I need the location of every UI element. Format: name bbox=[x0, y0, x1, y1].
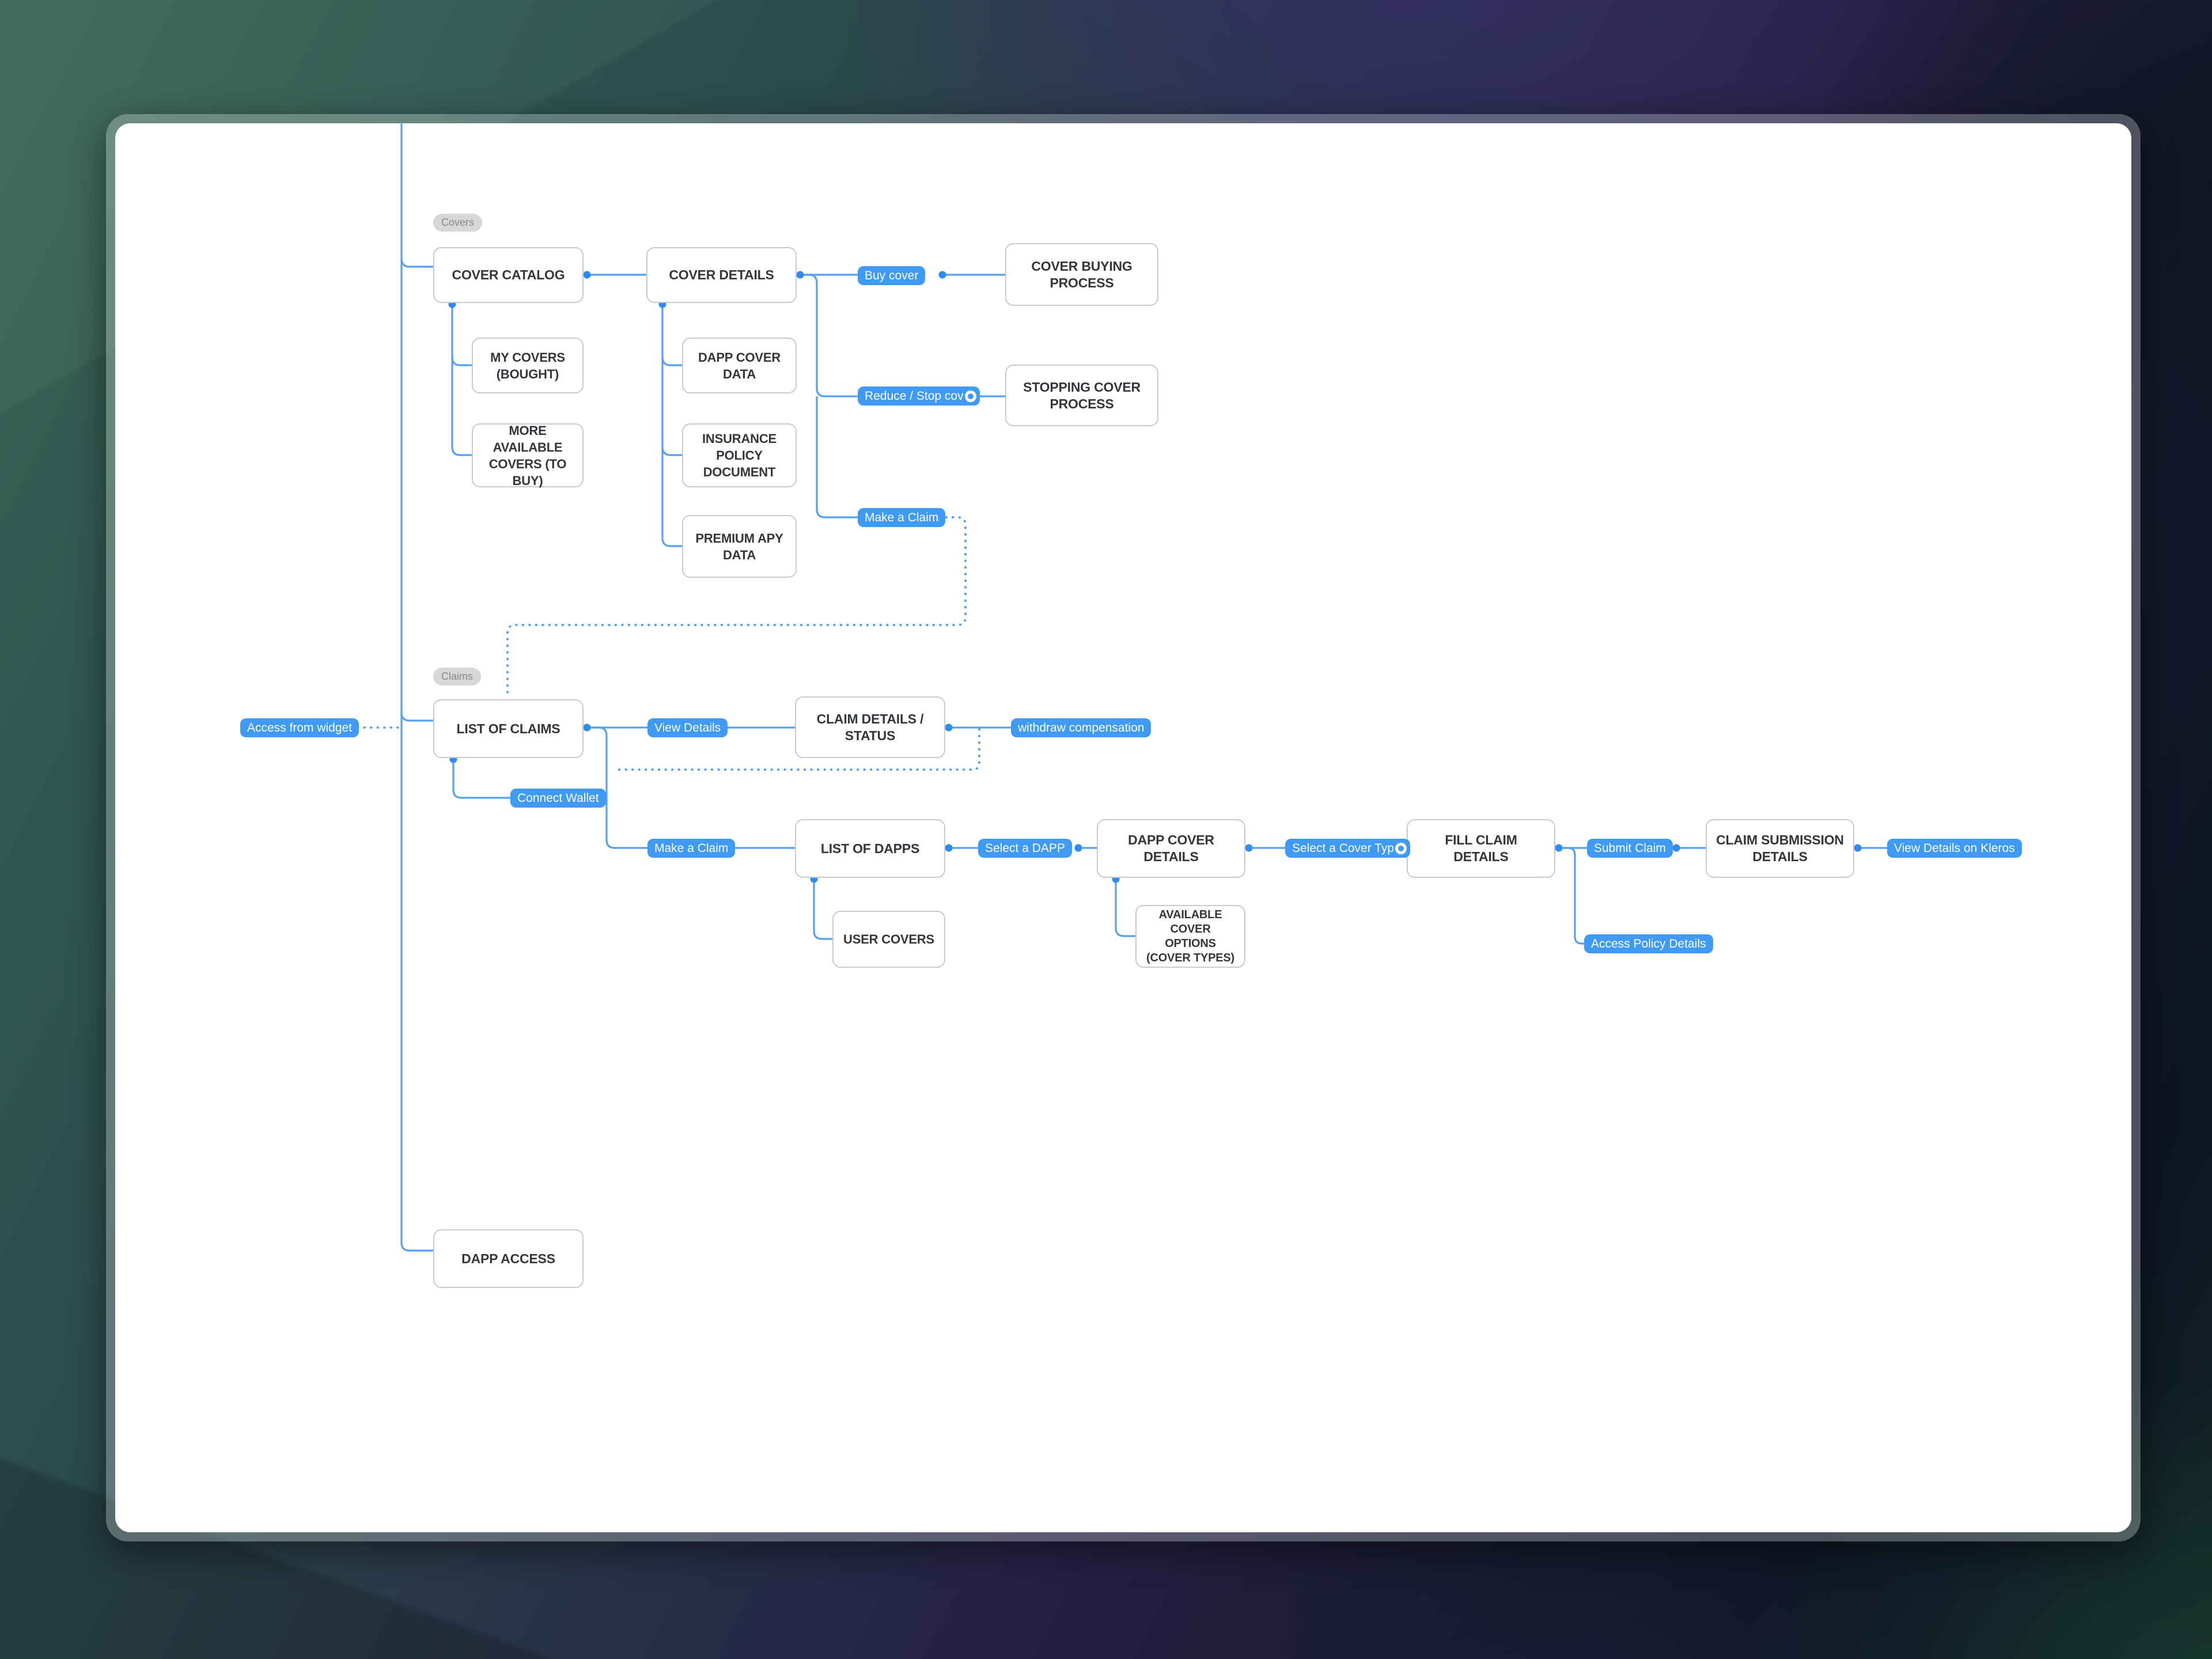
line-claims-makeclaim2 bbox=[590, 726, 647, 849]
node-available-cover-options[interactable]: AVAILABLE COVER OPTIONS (COVER TYPES) bbox=[1135, 905, 1245, 968]
view-details-button[interactable]: View Details bbox=[647, 718, 728, 737]
branch-cover-catalog bbox=[400, 258, 433, 268]
view-details-kleros-button[interactable]: View Details on Kleros bbox=[1887, 839, 2022, 858]
node-label: INSURANCE POLICY DOCUMENT bbox=[702, 431, 777, 479]
node-fill-claim-details[interactable]: FILL CLAIM DETAILS bbox=[1407, 819, 1555, 878]
node-label: MORE AVAILABLE COVERS (TO BUY) bbox=[488, 423, 567, 488]
button-label: Connect Wallet bbox=[517, 791, 599, 805]
line-details-dappdata bbox=[661, 306, 682, 366]
select-cover-type-button[interactable]: Select a Cover Typ bbox=[1285, 839, 1411, 858]
button-label: Select a Cover Typ bbox=[1292, 841, 1395, 855]
line-claims-connectwallet bbox=[452, 762, 510, 799]
button-label: Select a DAPP bbox=[985, 841, 1065, 855]
node-dapp-access[interactable]: DAPP ACCESS bbox=[433, 1229, 584, 1288]
make-a-claim-button[interactable]: Make a Claim bbox=[858, 508, 946, 527]
node-list-of-claims[interactable]: LIST OF CLAIMS bbox=[433, 699, 584, 758]
line-catalog-mycovers bbox=[451, 306, 472, 366]
submit-claim-button[interactable]: Submit Claim bbox=[1587, 839, 1673, 858]
node-label: PREMIUM APY DATA bbox=[695, 531, 783, 562]
dashed-withdraw-return bbox=[613, 728, 980, 771]
node-label: COVER BUYING PROCESS bbox=[1031, 258, 1132, 290]
make-a-claim-button-2[interactable]: Make a Claim bbox=[647, 839, 736, 858]
line-catalog-moreavailable bbox=[451, 357, 472, 456]
node-cover-buying-process[interactable]: COVER BUYING PROCESS bbox=[1005, 243, 1158, 306]
reduce-stop-cover-button[interactable]: Reduce / Stop cov bbox=[858, 387, 980, 406]
node-label: COVER DETAILS bbox=[669, 267, 774, 282]
button-label: View Details on Kleros bbox=[1894, 841, 2015, 855]
access-from-widget-button[interactable]: Access from widget bbox=[240, 718, 359, 737]
line-listdapps-usercovers bbox=[813, 882, 832, 940]
node-label: DAPP COVER DATA bbox=[698, 350, 781, 381]
node-label: LIST OF DAPPS bbox=[820, 840, 920, 856]
dashed-makeclaim-to-claims bbox=[506, 516, 967, 698]
line-details-reduce bbox=[804, 274, 858, 397]
node-label: STOPPING COVER PROCESS bbox=[1023, 379, 1141, 411]
branch-list-of-claims bbox=[400, 712, 433, 722]
node-label: COVER CATALOG bbox=[452, 267, 565, 282]
button-label: Reduce / Stop cov bbox=[865, 389, 964, 403]
buy-cover-button[interactable]: Buy cover bbox=[858, 266, 926, 285]
ring-icon bbox=[1395, 842, 1407, 854]
button-label: View Details bbox=[654, 721, 721, 734]
line-details-insurance bbox=[661, 357, 682, 456]
node-label: DAPP ACCESS bbox=[461, 1251, 555, 1266]
node-label: LIST OF CLAIMS bbox=[456, 721, 560, 736]
button-label: Submit Claim bbox=[1594, 841, 1666, 855]
node-label: MY COVERS (BOUGHT) bbox=[490, 350, 565, 381]
tag-claims: Claims bbox=[433, 668, 482, 685]
tag-label: Claims bbox=[441, 671, 474, 682]
node-label: DAPP COVER DETAILS bbox=[1128, 832, 1214, 864]
node-dapp-cover-details[interactable]: DAPP COVER DETAILS bbox=[1097, 819, 1245, 878]
node-more-available-covers[interactable]: MORE AVAILABLE COVERS (TO BUY) bbox=[472, 423, 584, 488]
button-label: withdraw compensation bbox=[1018, 721, 1145, 734]
access-policy-details-button[interactable]: Access Policy Details bbox=[1584, 934, 1713, 953]
node-label: USER COVERS bbox=[843, 932, 934, 946]
node-label: AVAILABLE COVER OPTIONS (COVER TYPES) bbox=[1146, 908, 1234, 964]
ring-icon bbox=[964, 390, 976, 402]
button-label: Access Policy Details bbox=[1591, 937, 1706, 950]
line-details-makeclaim bbox=[816, 396, 858, 518]
node-cover-details[interactable]: COVER DETAILS bbox=[646, 247, 797, 303]
connect-wallet-button[interactable]: Connect Wallet bbox=[510, 789, 606, 808]
line-details-premium bbox=[661, 447, 682, 547]
tag-covers: Covers bbox=[433, 214, 483, 232]
line-dappcover-availableoptions bbox=[1115, 882, 1135, 937]
node-label: CLAIM SUBMISSION DETAILS bbox=[1716, 832, 1844, 864]
node-user-covers[interactable]: USER COVERS bbox=[832, 911, 945, 968]
withdraw-compensation-button[interactable]: withdraw compensation bbox=[1011, 718, 1152, 737]
node-cover-catalog[interactable]: COVER CATALOG bbox=[433, 247, 584, 303]
trunk-line bbox=[400, 122, 433, 1252]
node-insurance-policy-document[interactable]: INSURANCE POLICY DOCUMENT bbox=[682, 423, 797, 487]
node-label: CLAIM DETAILS / STATUS bbox=[816, 711, 924, 743]
node-stopping-cover-process[interactable]: STOPPING COVER PROCESS bbox=[1005, 365, 1158, 426]
node-claim-submission-details[interactable]: CLAIM SUBMISSION DETAILS bbox=[1706, 819, 1854, 878]
button-label: Make a Claim bbox=[654, 841, 729, 855]
node-my-covers[interactable]: MY COVERS (BOUGHT) bbox=[472, 338, 584, 393]
button-label: Make a Claim bbox=[865, 510, 939, 524]
button-label: Buy cover bbox=[865, 268, 919, 282]
line-fillclaim-accesspolicy bbox=[1562, 847, 1590, 945]
node-label: FILL CLAIM DETAILS bbox=[1445, 832, 1517, 864]
select-a-dapp-button[interactable]: Select a DAPP bbox=[978, 839, 1072, 858]
node-premium-apy-data[interactable]: PREMIUM APY DATA bbox=[682, 515, 797, 578]
node-dapp-cover-data[interactable]: DAPP COVER DATA bbox=[682, 338, 797, 393]
tag-label: Covers bbox=[441, 217, 475, 228]
node-claim-details-status[interactable]: CLAIM DETAILS / STATUS bbox=[795, 696, 945, 758]
button-label: Access from widget bbox=[247, 721, 353, 734]
node-list-of-dapps[interactable]: LIST OF DAPPS bbox=[795, 819, 945, 878]
